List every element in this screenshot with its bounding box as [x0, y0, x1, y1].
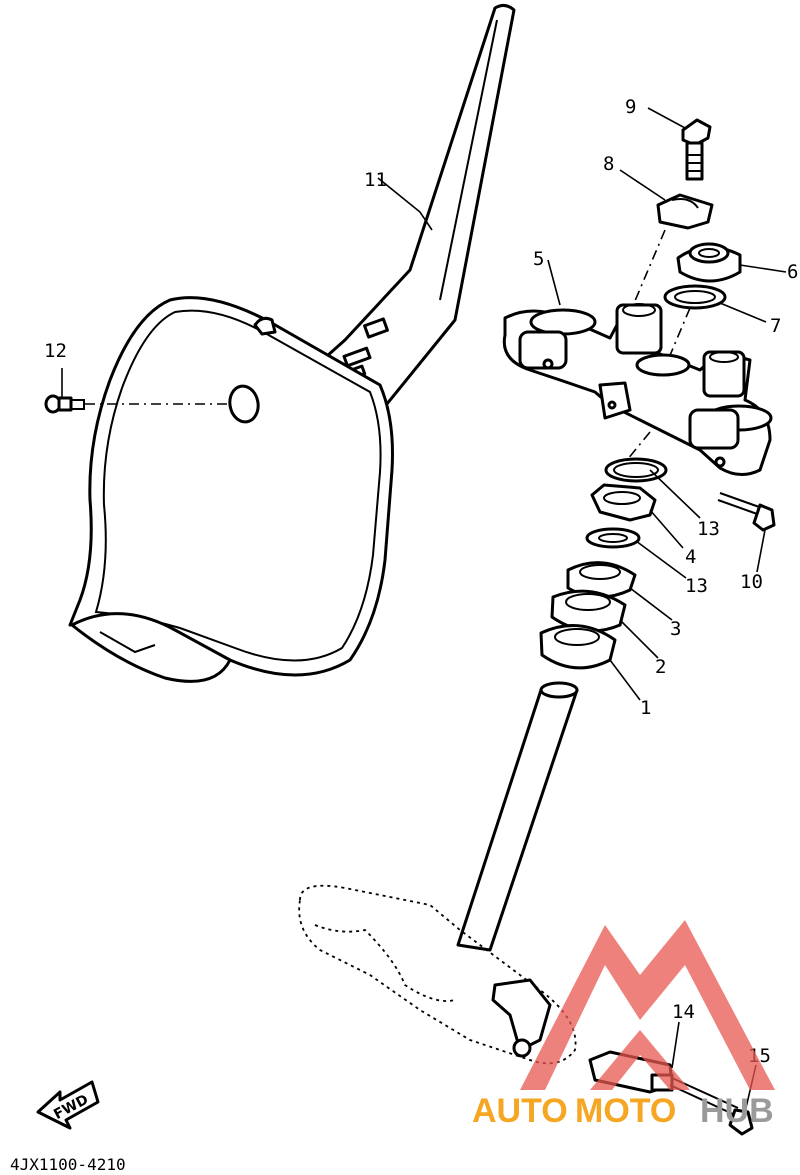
- callout-8: 8: [603, 153, 614, 175]
- callout-9: 9: [625, 96, 636, 118]
- clamp-8: [656, 193, 714, 230]
- watermark-moto: MOTO: [575, 1092, 676, 1130]
- callout-10: 10: [740, 571, 763, 593]
- steering-stem: [456, 681, 579, 952]
- watermark-auto: AUTO: [472, 1092, 568, 1130]
- washer-13-lower: [585, 527, 641, 549]
- screw-12: [44, 394, 232, 414]
- callout-12: 12: [44, 340, 67, 362]
- callout-6: 6: [787, 261, 798, 283]
- upper-bracket: [502, 303, 773, 476]
- leader-lines: [61, 107, 787, 1113]
- callout-11: 11: [364, 169, 387, 191]
- automotohub-logo: [520, 920, 775, 1090]
- callout-13-upper: 13: [697, 518, 720, 540]
- callout-13-lower: 13: [685, 575, 708, 597]
- callout-2: 2: [655, 656, 666, 678]
- callout-7: 7: [770, 315, 781, 337]
- callout-5: 5: [533, 248, 544, 270]
- fwd-arrow: FWD: [36, 1080, 100, 1130]
- watermark-hub: HUB: [700, 1092, 774, 1130]
- callout-1: 1: [640, 697, 651, 719]
- bolt-10: [717, 492, 776, 532]
- callout-14: 14: [672, 1001, 695, 1023]
- callout-3: 3: [670, 618, 681, 640]
- automotohub-wordmark: AUTO MOTO HUB: [472, 1092, 774, 1130]
- ringnut-4: [590, 483, 657, 522]
- number-plate: [68, 3, 516, 683]
- callouts: 11 12 9 8 5 6 7 13 4 10 13 3 2 1 14 15: [44, 96, 798, 1067]
- oring-13-upper: [604, 457, 668, 483]
- diagram-code: 4JX1100-4210: [10, 1155, 126, 1174]
- bearing-1: [539, 623, 617, 670]
- bolt-9: [681, 118, 712, 181]
- callout-4: 4: [685, 546, 696, 568]
- nut-6: [676, 242, 742, 283]
- lower-bracket-outline: [298, 884, 577, 1065]
- washer-7: [663, 284, 727, 310]
